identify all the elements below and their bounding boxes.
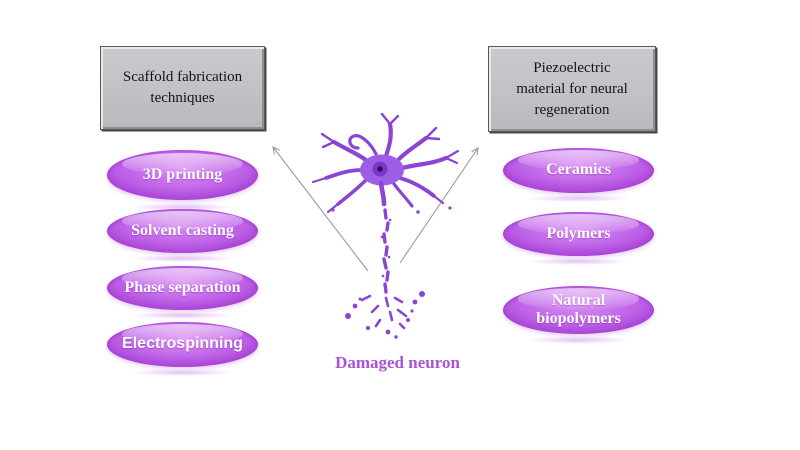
pill-label: Phase separation [124, 278, 241, 296]
pill-label: Solvent casting [131, 221, 234, 239]
material-pill-natural-biopolymers: Natural biopolymers [503, 286, 654, 345]
neuron-axon-fragments [380, 208, 392, 294]
material-pill-ceramics: Ceramics [503, 148, 654, 203]
technique-pill-3d-printing: 3D printing [107, 150, 258, 211]
neuron-axon-stem [378, 180, 387, 207]
neuron-dendrites [311, 112, 460, 214]
material-pill-polymers: Polymers [503, 212, 654, 266]
piezoelectric-material-box-label: Piezoelectric material for neural regene… [516, 59, 628, 118]
pill-label: Ceramics [546, 161, 611, 179]
damaged-neuron-illustration [311, 112, 460, 339]
pill-label: 3D printing [142, 165, 223, 183]
pill-label: Natural biopolymers [536, 291, 621, 327]
piezoelectric-material-box: Piezoelectric material for neural regene… [488, 46, 656, 132]
damaged-neuron-caption: Damaged neuron [335, 353, 460, 372]
scaffold-techniques-box: Scaffold fabrication techniques [100, 46, 265, 130]
technique-pill-phase-separation: Phase separation [107, 266, 258, 320]
technique-pill-electrospinning: Electrospinning [107, 322, 258, 377]
pill-label: Electrospinning [122, 335, 243, 353]
neuron-nucleolus [377, 166, 383, 172]
scaffold-techniques-box-label: Scaffold fabrication techniques [122, 69, 243, 106]
pill-label: Polymers [546, 224, 611, 242]
neuron-debris [345, 291, 425, 339]
technique-pill-solvent-casting: Solvent casting [107, 209, 258, 263]
